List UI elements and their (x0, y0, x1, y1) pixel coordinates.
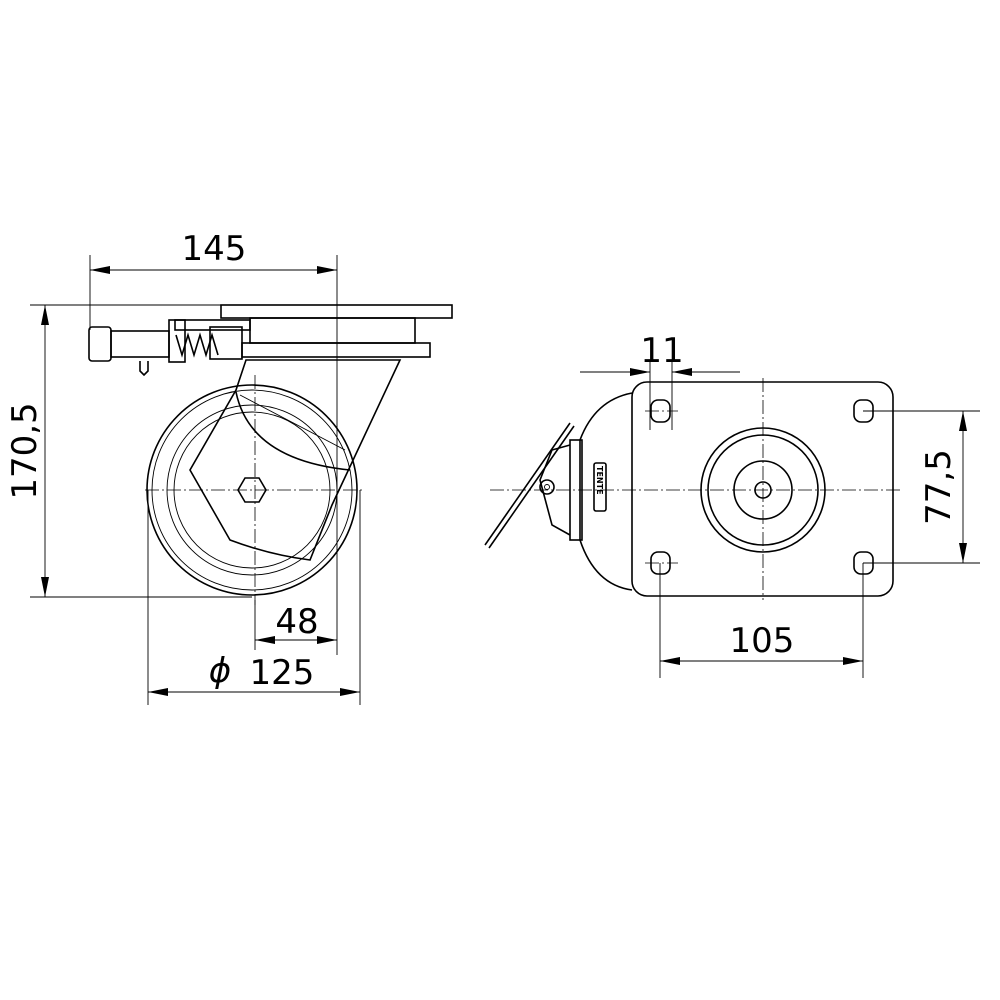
dim-11: 11 (580, 331, 740, 430)
dim-label-170-5: 170,5 (5, 402, 45, 499)
mounting-holes (650, 399, 874, 575)
nut-icon (139, 361, 149, 377)
logo-text: TENTE (595, 466, 604, 495)
dim-77-5: 77,5 (863, 410, 980, 564)
dim-label-145: 145 (182, 229, 247, 269)
lower-plate (241, 342, 431, 358)
side-view (88, 304, 453, 605)
fork (189, 359, 402, 561)
top-view: TENTE (484, 378, 900, 600)
dim-170-5: 170,5 (5, 304, 252, 598)
dim-label-77-5: 77,5 (919, 449, 959, 525)
dim-label-125: 125 (250, 653, 315, 693)
brake-pedal (484, 422, 571, 546)
swivel-head (249, 317, 416, 344)
dim-145: 145 (89, 229, 338, 655)
dim-label-11: 11 (640, 331, 683, 371)
dim-48: 48 (254, 600, 337, 650)
brake-lever (88, 319, 251, 377)
dim-label-48: 48 (275, 602, 318, 642)
dim-label-105: 105 (730, 621, 795, 661)
dim-125: ϕ 125 (147, 490, 361, 705)
mounting-plate (631, 381, 894, 597)
diameter-symbol: ϕ (209, 651, 231, 691)
spring-icon (175, 332, 219, 358)
tente-logo (593, 462, 607, 512)
dim-105: 105 (659, 563, 864, 678)
top-plate (220, 304, 453, 319)
